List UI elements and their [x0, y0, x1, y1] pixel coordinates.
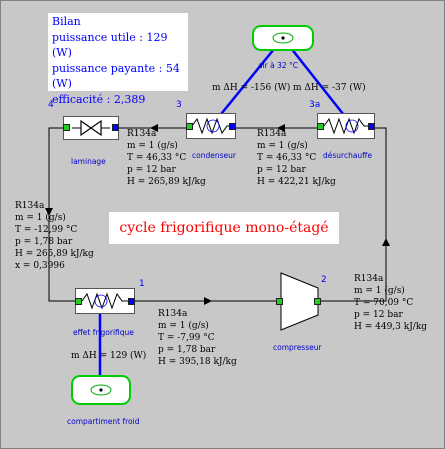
arrow-up-right [382, 238, 390, 246]
arrow-to-condenseur [277, 124, 285, 132]
state-fluid: R134a [127, 129, 157, 139]
desurchauffe-label: désurchauffe [323, 151, 372, 160]
heat-exchanger-icon [191, 117, 231, 135]
heat-flow-condenseur: m ΔH = -156 (W) [212, 83, 291, 93]
state-pressure: p = 12 bar [354, 310, 403, 320]
compresseur-port-inlet[interactable] [276, 298, 283, 305]
condenseur-port-outlet[interactable] [186, 123, 193, 130]
diagram-title: cycle frigorifique mono-étagé [109, 212, 339, 244]
bilan-efficacite: efficacité : 2,389 [52, 92, 146, 106]
condenseur-exchanger[interactable] [186, 113, 236, 139]
compresseur-number: 2 [321, 275, 327, 285]
compresseur-hitbox[interactable] [281, 273, 318, 330]
state-temperature: T = 46,33 °C [257, 153, 317, 163]
state-enthalpy: H = 265,89 kJ/kg [127, 177, 206, 187]
heat-flow-desurchauffe: m ΔH = -37 (W) [293, 83, 366, 93]
state-mass-flow: m = 1 (g/s) [158, 321, 209, 331]
source-air-icon [272, 32, 294, 44]
bilan-box: Bilan puissance utile : 129 (W) puissanc… [48, 13, 188, 106]
state-pressure: p = 12 bar [257, 165, 306, 175]
state-fluid: R134a [15, 201, 45, 211]
state-after-condenseur: R134a m = 1 (g/s) T = 46,33 °C p = 12 ba… [127, 128, 206, 188]
evaporateur-port-inlet[interactable] [75, 298, 82, 305]
heat-exchanger-icon [323, 117, 370, 135]
bilan-heading: Bilan [52, 15, 81, 28]
state-quality: x = 0,3996 [15, 261, 65, 271]
bilan-puissance-payante: puissance payante : 54 (W) [52, 61, 180, 91]
compresseur-body [280, 272, 319, 331]
state-after-desurchauffe: R134a m = 1 (g/s) T = 46,33 °C p = 12 ba… [257, 128, 336, 188]
state-enthalpy: H = 449,3 kJ/kg [354, 322, 428, 332]
source-air-label: air à 32 °C [258, 61, 299, 70]
arrow-down-left [45, 208, 53, 216]
state-enthalpy: H = 395,18 kJ/kg [158, 357, 237, 367]
source-compartiment-froid-label: compartiment froid [67, 417, 140, 426]
state-fluid: R134a [257, 129, 287, 139]
state-temperature: T = -12,99 °C [15, 225, 78, 235]
state-pressure: p = 1,78 bar [15, 237, 73, 247]
laminage-valve[interactable] [63, 116, 119, 140]
source-cold-icon [90, 384, 112, 396]
heat-link-condenseur [212, 37, 284, 125]
evaporateur-port-outlet[interactable] [128, 298, 135, 305]
pipe-compresseur-desurchauffe [318, 127, 387, 302]
state-temperature: T = -7,99 °C [158, 333, 215, 343]
state-pressure: p = 1,78 bar [158, 345, 216, 355]
state-temperature: T = 70,09 °C [354, 298, 414, 308]
compresseur-label: compresseur [273, 343, 322, 352]
evaporateur-label: effet frigorifique [73, 328, 134, 337]
arrow-to-laminage [150, 124, 158, 132]
state-fluid: R134a [158, 309, 188, 319]
heat-link-desurchauffe [282, 37, 352, 125]
desurchauffe-port-outlet[interactable] [317, 123, 324, 130]
state-enthalpy: H = 265,89 kJ/kg [15, 249, 94, 259]
state-after-evaporateur: R134a m = 1 (g/s) T = -7,99 °C p = 1,78 … [158, 308, 237, 368]
state-after-laminage: R134a m = 1 (g/s) T = -12,99 °C p = 1,78… [15, 200, 94, 272]
heat-flow-evaporateur: m ΔH = 129 (W) [71, 351, 147, 361]
condenseur-port-inlet[interactable] [229, 123, 236, 130]
valve-icon [72, 119, 110, 137]
condenseur-label: condenseur [192, 151, 236, 160]
evaporateur-number: 1 [139, 279, 145, 289]
desurchauffe-exchanger[interactable] [317, 113, 375, 139]
state-mass-flow: m = 1 (g/s) [257, 141, 308, 151]
arrow-to-compresseur [204, 297, 212, 305]
condenseur-number: 3 [176, 100, 182, 110]
state-after-compresseur: R134a m = 1 (g/s) T = 70,09 °C p = 12 ba… [354, 273, 427, 333]
state-enthalpy: H = 422,21 kJ/kg [257, 177, 336, 187]
source-air[interactable] [252, 25, 314, 51]
laminage-number: 4 [48, 100, 54, 110]
state-mass-flow: m = 1 (g/s) [354, 286, 405, 296]
laminage-label: laminage [71, 157, 106, 166]
state-mass-flow: m = 1 (g/s) [127, 141, 178, 151]
state-fluid: R134a [354, 274, 384, 284]
evaporateur-exchanger[interactable] [75, 288, 135, 314]
laminage-port-inlet[interactable] [112, 124, 119, 131]
state-temperature: T = 46,33 °C [127, 153, 187, 163]
state-pressure: p = 12 bar [127, 165, 176, 175]
source-compartiment-froid[interactable] [71, 375, 131, 405]
laminage-port-outlet[interactable] [63, 124, 70, 131]
heat-exchanger-icon [81, 292, 128, 310]
compresseur-port-outlet[interactable] [314, 298, 321, 305]
state-mass-flow: m = 1 (g/s) [15, 213, 66, 223]
desurchauffe-number: 3a [309, 100, 321, 110]
desurchauffe-port-inlet[interactable] [368, 123, 375, 130]
bilan-puissance-utile: puissance utile : 129 (W) [52, 30, 168, 60]
